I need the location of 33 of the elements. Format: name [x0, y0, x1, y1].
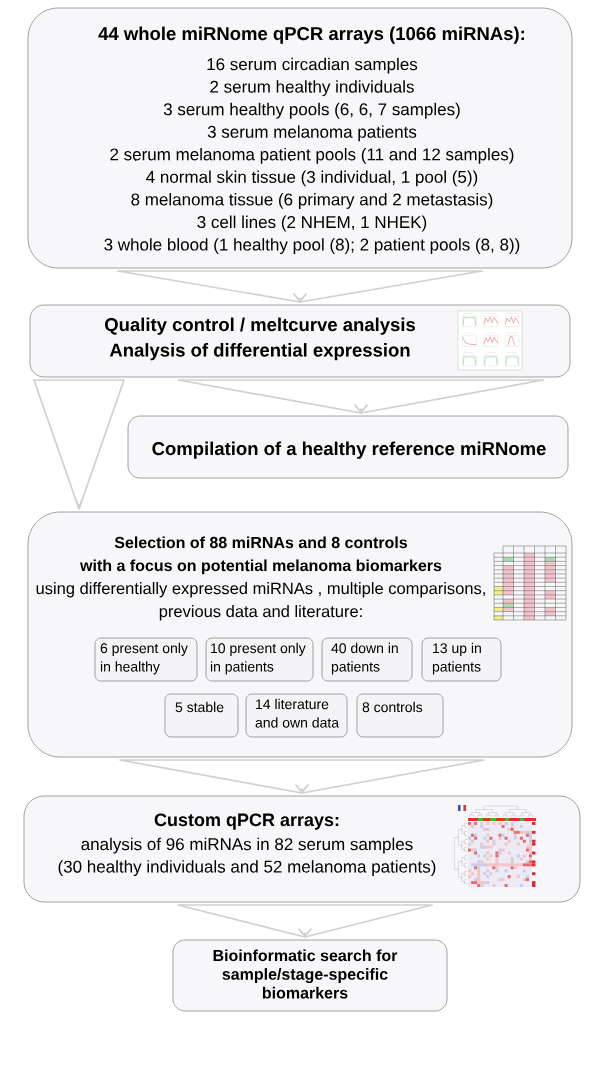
list-item: 2 serum healthy individuals — [210, 80, 414, 97]
list-item: 3 cell lines (2 NHEM, 1 NHEK) — [197, 215, 427, 232]
box-heading: Quality control / meltcurve analysis — [105, 317, 415, 335]
process-box — [29, 304, 571, 378]
category-box: 40 down in patients — [321, 637, 413, 682]
chevron-arrow — [177, 379, 545, 414]
triangle-arrow — [33, 379, 125, 510]
box-heading: Selection of 88 miRNAs and 8 controls with a focus on potential melanoma biomarkers — [80, 536, 442, 575]
process-box: Bioinformatic search for sample/stage-specific biomarkers — [172, 939, 448, 1012]
list-item: 4 normal skin tissue (3 individual, 1 pool (5)) — [146, 170, 478, 187]
box-heading: 44 whole miRNome qPCR arrays (1066 miRNAs): — [98, 26, 524, 44]
list-item: 3 whole blood (1 healthy pool (8); 2 patient pools (8, 8)) — [104, 238, 520, 254]
box-heading: Analysis of differential expression — [109, 343, 410, 361]
category-box: 13 up in patients — [421, 637, 502, 682]
list-item: 16 serum circadian samples — [207, 57, 418, 74]
box-text: using differentially expressed miRNAs , multiple comparisons, previous data and literature: — [36, 582, 485, 621]
process-box: Compilation of a healthy reference miRNome — [127, 415, 569, 479]
category-box: 10 present only in patients — [205, 637, 314, 682]
category-box: 8 controls — [356, 693, 444, 738]
box-text: analysis of 96 miRNAs in 82 serum samples (30 healthy individuals and 52 melanoma patients) — [58, 837, 436, 877]
chevron-arrow — [117, 270, 483, 303]
list-item: 3 serum healthy pools (6, 6, 7 samples) — [163, 102, 460, 119]
list-item: 2 serum melanoma patient pools (11 and 12 samples) — [110, 147, 514, 164]
category-box: 14 literature and own data — [245, 693, 348, 738]
category-box: 6 present only in healthy — [94, 637, 198, 682]
box-heading: Custom qPCR arrays: — [154, 813, 339, 830]
chevron-arrow — [119, 759, 485, 794]
chevron-arrow — [177, 904, 433, 938]
list-item: 8 melanoma tissue (6 primary and 2 metastasis) — [131, 193, 493, 209]
process-box — [27, 7, 573, 269]
list-item: 3 serum melanoma patients — [207, 125, 417, 142]
process-box — [23, 795, 581, 903]
category-box: 5 stable — [164, 693, 239, 738]
